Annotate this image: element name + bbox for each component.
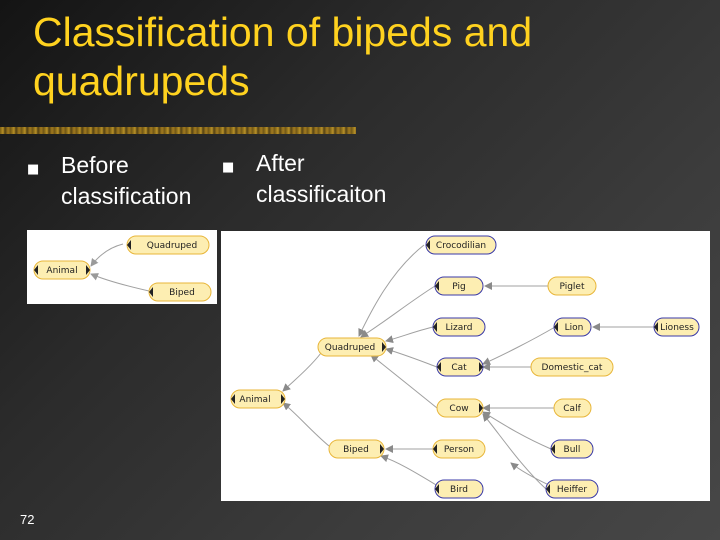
- node-heiffer[interactable]: Heiffer: [545, 479, 599, 499]
- node-lion-label: Lion: [565, 323, 584, 333]
- bullet-before: ■ Before classification: [27, 150, 192, 212]
- edge-quadruped-animal: [90, 243, 124, 267]
- node-crocodilian-label: Crocodilian: [436, 241, 486, 251]
- node-bull-label: Bull: [564, 445, 581, 455]
- node-animal-label: Animal: [239, 395, 270, 405]
- slide-title: Classification of bipeds and quadrupeds: [33, 9, 533, 104]
- node-pig[interactable]: Pig: [434, 276, 484, 296]
- node-domestic-cat[interactable]: Domestic_cat: [530, 357, 614, 377]
- diagram-after-panel: Crocodilian Pig Piglet Lizard Lion Lione…: [221, 231, 710, 501]
- node-cat-label: Cat: [451, 363, 467, 373]
- node-bird-label: Bird: [450, 485, 468, 495]
- node-calf[interactable]: Calf: [553, 398, 592, 418]
- node-biped[interactable]: Biped: [148, 282, 212, 302]
- node-lion[interactable]: Lion: [553, 317, 592, 337]
- edge-lion-cat: [482, 326, 556, 365]
- edge-crocodilian-quadruped: [358, 244, 425, 337]
- edge-pig-quadruped: [360, 285, 436, 338]
- node-lioness-label: Lioness: [660, 323, 694, 333]
- diagram-after: Crocodilian Pig Piglet Lizard Lion Lione…: [230, 235, 700, 499]
- node-animal[interactable]: Animal: [230, 389, 286, 409]
- node-calf-label: Calf: [563, 404, 581, 414]
- title-divider: [0, 127, 356, 134]
- edge-lizard-quadruped: [385, 326, 434, 344]
- bullet-marker-icon: ■: [222, 160, 235, 175]
- diagram-before: Animal Quadruped Biped: [33, 235, 212, 302]
- bullet-after-text: After classificaiton: [256, 150, 387, 207]
- node-piglet[interactable]: Piglet: [547, 276, 597, 296]
- node-cow-label: Cow: [449, 404, 468, 414]
- node-pig-label: Pig: [452, 282, 465, 292]
- node-domestic-cat-label: Domestic_cat: [542, 363, 603, 373]
- node-quadruped[interactable]: Quadruped: [317, 337, 387, 357]
- edge-cat-quadruped: [385, 347, 438, 368]
- node-cow[interactable]: Cow: [436, 398, 484, 418]
- node-animal[interactable]: Animal: [33, 260, 91, 280]
- bullet-before-text: Before classification: [61, 152, 192, 209]
- node-crocodilian[interactable]: Crocodilian: [425, 235, 497, 255]
- node-lizard[interactable]: Lizard: [432, 317, 486, 337]
- node-animal-label: Animal: [46, 266, 77, 276]
- node-person[interactable]: Person: [432, 439, 486, 459]
- diagram-before-panel: Animal Quadruped Biped: [27, 230, 217, 304]
- edge-heiffer-cow: [482, 413, 547, 490]
- node-bull[interactable]: Bull: [550, 439, 594, 459]
- node-lioness[interactable]: Lioness: [653, 317, 700, 337]
- edge-quadruped-animal: [282, 352, 322, 392]
- edge-heiffer-person: [510, 462, 552, 487]
- node-quadruped-label: Quadruped: [147, 241, 197, 251]
- node-biped-label: Biped: [343, 445, 369, 455]
- node-quadruped[interactable]: Quadruped: [126, 235, 210, 255]
- bullet-after: ■ After classificaiton: [222, 148, 387, 210]
- node-biped-label: Biped: [169, 288, 195, 298]
- edge-biped-animal: [282, 402, 330, 447]
- node-biped[interactable]: Biped: [328, 439, 385, 459]
- node-cat[interactable]: Cat: [436, 357, 484, 377]
- bullet-marker-icon: ■: [27, 162, 40, 177]
- node-piglet-label: Piglet: [559, 282, 584, 292]
- edge-biped-animal: [90, 273, 150, 292]
- node-heiffer-label: Heiffer: [557, 485, 588, 495]
- edge-cow-quadruped: [370, 354, 438, 409]
- node-lizard-label: Lizard: [445, 323, 472, 333]
- node-bird[interactable]: Bird: [434, 479, 484, 499]
- edge-bird-biped: [380, 454, 444, 490]
- slide-number: 72: [20, 512, 35, 527]
- node-person-label: Person: [444, 445, 474, 455]
- node-quadruped-label: Quadruped: [325, 343, 375, 353]
- edge-bull-cow: [482, 411, 552, 450]
